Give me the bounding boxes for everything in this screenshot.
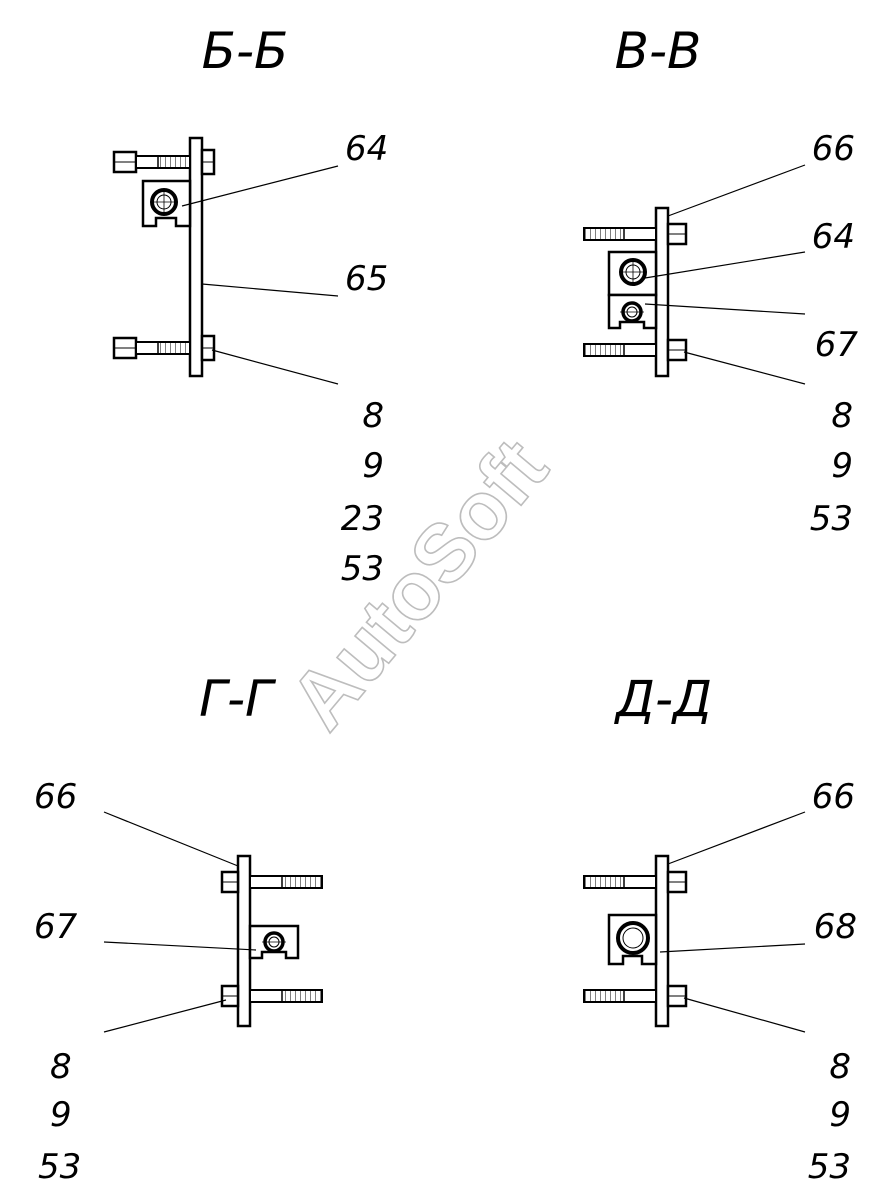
leader-8 [683,997,806,1033]
leader-64 [181,165,339,207]
callout-64: 64 [812,217,855,257]
leader-8 [103,999,227,1033]
mounting-plate [654,854,670,1028]
leader-8 [211,349,339,385]
clamp-67 [248,924,300,960]
bolt-top [220,870,323,894]
callout-9: 9 [50,1095,72,1135]
section-v-v-title: В-В [615,22,702,80]
callout-9: 9 [362,446,384,486]
callout-8: 8 [831,396,853,436]
callout-53: 53 [341,549,384,589]
section-d-d: Д-Д 66 68 8 9 53 [583,670,857,1187]
bolt-top [583,870,688,894]
callout-9: 9 [831,446,853,486]
callout-68: 68 [814,907,857,947]
leader-8 [683,351,806,385]
callout-66: 66 [34,777,77,817]
callout-23: 23 [341,499,384,539]
section-v-v: В-В [583,22,859,539]
bolt-top [112,148,216,176]
callout-64: 64 [345,129,388,169]
callout-8: 8 [362,396,384,436]
leader-66 [667,164,806,217]
callout-53: 53 [808,1147,851,1187]
callout-53: 53 [38,1147,81,1187]
section-b-b-title: Б-Б [202,22,289,80]
leader-66 [667,811,806,865]
bolt-bottom [583,984,688,1008]
clamp-67 [607,293,658,330]
leader-67 [103,941,257,951]
callout-67: 67 [815,325,859,365]
callout-65: 65 [345,259,388,299]
bolt-bottom [112,334,216,362]
callout-67: 67 [34,907,78,947]
callout-8: 8 [50,1047,72,1087]
clamp-68 [607,913,658,966]
bolt-top [583,222,688,246]
leader-65 [201,283,339,297]
section-d-d-title: Д-Д [614,670,712,728]
section-g-g: Г-Г 66 67 8 9 [34,670,323,1187]
mounting-plate [236,854,252,1028]
callout-66: 66 [812,129,855,169]
callout-8: 8 [829,1047,851,1087]
bolt-bottom [220,984,323,1008]
leader-64 [644,251,806,279]
leader-66 [103,811,239,867]
clamp-64 [607,250,658,297]
mounting-plate [188,136,204,378]
watermark: AutoSoft [273,423,565,747]
clamp-64 [141,179,192,228]
callout-9: 9 [829,1095,851,1135]
leader-67 [644,303,806,315]
mounting-plate [654,206,670,378]
section-b-b: Б-Б [112,22,388,589]
callout-53: 53 [810,499,853,539]
bolt-bottom [583,338,688,362]
leader-68 [659,943,806,953]
callout-66: 66 [812,777,855,817]
section-g-g-title: Г-Г [199,670,277,728]
